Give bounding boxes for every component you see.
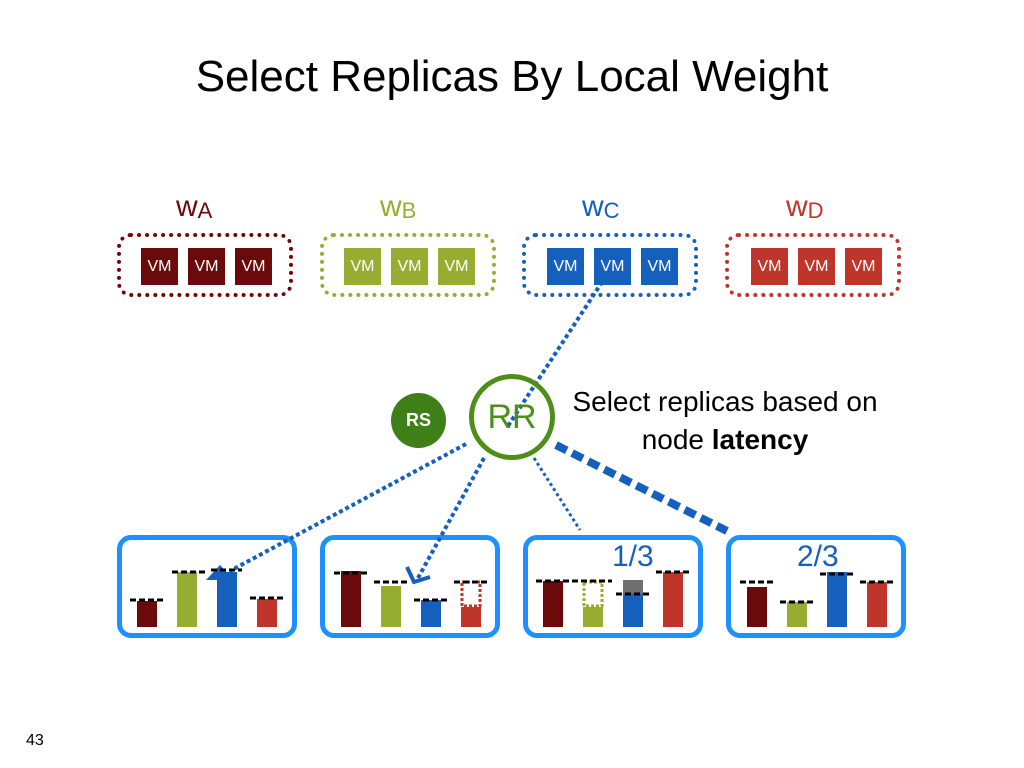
node-panel-1 [117,535,297,638]
caption-prefix: Select replicas based on node [572,386,878,455]
bar-p2-d [461,607,481,627]
vm-box-d1: VM [751,248,788,285]
bar-p3-d [663,572,683,627]
node-panel-4 [726,535,906,638]
bar-p3-b [583,607,603,627]
vm-box-d2: VM [798,248,835,285]
weight-label-d: wD [786,190,824,223]
panel-1-bars [130,568,284,627]
vm-box-b2: VM [391,248,428,285]
fraction-label-2: 2/3 [797,540,839,573]
bar-p1-a [137,601,157,627]
vm-box-b1: VM [344,248,381,285]
bar-p3-a [543,581,563,627]
bar-p4-a [747,587,767,627]
vm-group-a [117,233,293,297]
vm-box-a1: VM [141,248,178,285]
connector-rr-to-panel-4 [554,441,729,535]
rs-node: RS [391,393,446,448]
bar-p1-c [217,572,237,627]
node-panel-3 [523,535,703,638]
slide-title: Select Replicas By Local Weight [195,52,829,101]
rr-node: RR [469,374,555,460]
weight-label-a: wA [176,190,213,223]
vm-box-b3: VM [438,248,475,285]
bar-p3-c [623,594,643,627]
bar-p4-d [867,582,887,627]
panel-3-bars [536,570,690,627]
panel-2-bars [334,571,488,627]
vm-group-b [320,233,496,297]
vm-group-d [725,233,901,297]
weight-label-c: wC [582,190,620,223]
bar-p3-c-gray [623,580,643,594]
connector-rr-to-panel-1 [229,442,467,573]
bar-p2-a [341,571,361,627]
bar-p2-b [381,586,401,627]
bar-p1-d [257,599,277,627]
bar-p1-b [177,572,197,627]
vm-group-c [522,233,698,297]
bar-p3-b-outline [582,580,604,608]
vm-box-c1: VM [547,248,584,285]
caption-bold: latency [711,424,809,455]
vm-box-a2: VM [188,248,225,285]
arrowhead-panel-2 [405,566,431,585]
panel-4-bars [740,572,896,627]
bar-p2-d-outline [460,580,482,608]
weight-label-b: wB [380,190,417,223]
node-panel-2 [320,535,500,638]
bar-p4-b [787,602,807,627]
bar-p2-c [421,600,441,627]
page-number: 43 [26,732,44,749]
fraction-label-1: 1/3 [612,540,654,573]
vm-box-c3: VM [641,248,678,285]
vm-box-c2: VM [594,248,631,285]
connector-rr-to-panel-3 [532,457,582,531]
vm-box-d3: VM [845,248,882,285]
connector-rr-to-panel-2 [416,457,486,579]
bar-p4-c [827,572,847,627]
caption-text: Select replicas based on node latency [545,383,905,459]
vm-box-a3: VM [235,248,272,285]
